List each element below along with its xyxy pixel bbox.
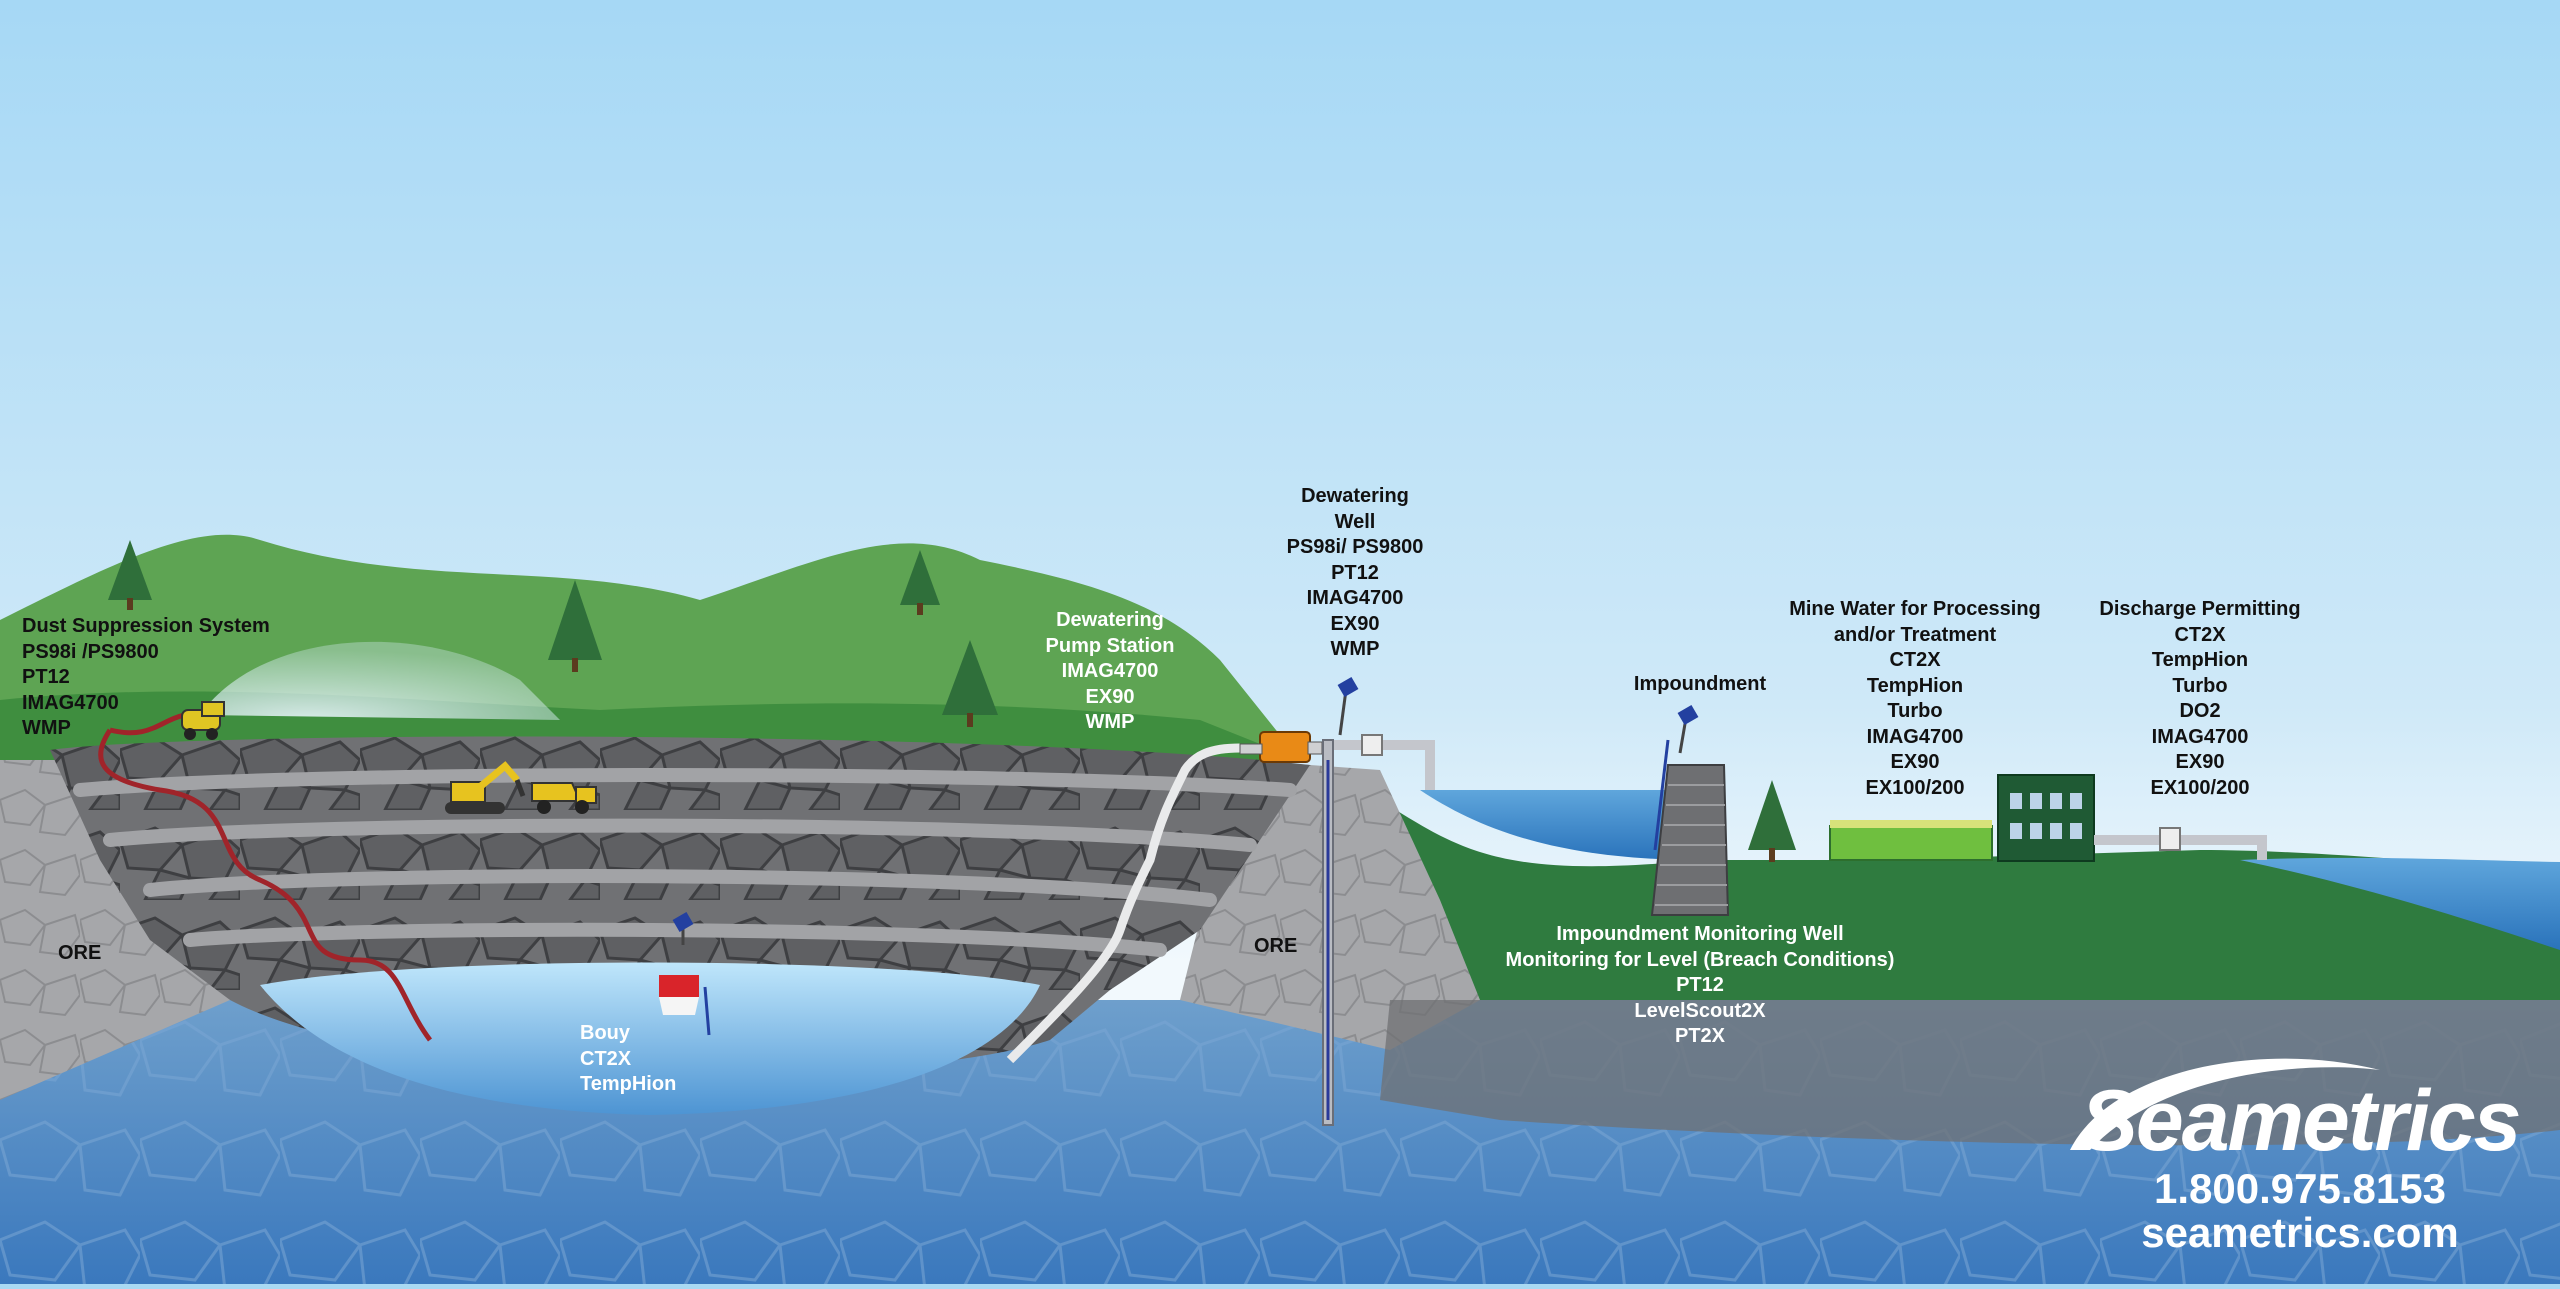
label-line: TempHion	[2151, 649, 2249, 671]
dump-truck-icon	[531, 782, 597, 814]
label-line: DO2	[2179, 700, 2221, 722]
label-line: Well	[1334, 510, 1376, 533]
label-line: Mine Water for Processing	[1789, 598, 2041, 620]
tree-icon	[942, 640, 998, 727]
mine-water-label: Mine Water for Processing and/or Treatme…	[1760, 597, 2070, 801]
label-line: Dust Suppression System	[22, 615, 270, 637]
label-line: and/or Treatment	[1833, 623, 1997, 646]
brand-website: seametrics.com	[2141, 1209, 2459, 1256]
lake-left	[1420, 790, 1700, 860]
ore-right-label: ORE	[1254, 935, 1298, 957]
label-line: PS98i /PS9800	[22, 640, 159, 663]
excavator-icon	[445, 761, 526, 814]
sensor-icon	[1337, 676, 1359, 736]
buoy-icon	[659, 911, 711, 1036]
label-line: EX90	[1085, 685, 1135, 708]
label-line: CT2X	[2174, 623, 2226, 646]
label-line: Dewatering	[1056, 609, 1164, 631]
label-line: IMAG4700	[1866, 725, 1964, 748]
ore-left	[0, 760, 230, 1100]
label-line: LevelScout2X	[1634, 999, 1766, 1022]
discharge-pipe	[2094, 835, 2267, 860]
label-line: CT2X	[580, 1047, 632, 1070]
dewatering-well-label: Dewatering Well PS98i/ PS9800 PT12 IMAG4…	[1260, 484, 1450, 663]
ore-left-label: ORE	[58, 942, 102, 964]
label-line: EX90	[1890, 751, 1940, 773]
building-icon	[1997, 774, 2095, 862]
lake-right	[2240, 857, 2560, 950]
label-line: Turbo	[1887, 700, 1943, 722]
treatment-tank	[1829, 825, 1993, 861]
label-line: TempHion	[580, 1073, 677, 1095]
label-line: CT2X	[1889, 649, 1941, 671]
grass-plain	[1380, 800, 2560, 1000]
impoundment-well-label: Impoundment Monitoring Well Monitoring f…	[1460, 922, 1940, 1050]
label-line: PT12	[1331, 561, 1379, 584]
label-line: PS98i/ PS9800	[1286, 536, 1424, 558]
label-line: Pump Station	[1045, 634, 1175, 657]
label-line: PT12	[1676, 974, 1724, 996]
brand-phone: 1.800.975.8153	[2154, 1165, 2446, 1212]
label-line: IMAG4700	[1061, 660, 1159, 682]
pump-pipe	[1006, 743, 1241, 1064]
label-line: EX100/200	[2150, 776, 2250, 799]
tree-icon	[108, 540, 152, 610]
dust-spray	[200, 641, 560, 720]
label-line: Impoundment	[1633, 673, 1767, 695]
impoundment-dam	[1650, 764, 1730, 916]
label-line: EX90	[2175, 751, 2225, 773]
label-line: WMP	[22, 717, 71, 739]
brand-swoosh-icon	[2070, 1058, 2380, 1150]
dewatering-pump-station-label: Dewatering Pump Station IMAG4700 EX90 WM…	[1020, 608, 1200, 736]
label-line: WMP	[1085, 711, 1135, 733]
pit-water	[260, 962, 1040, 1115]
tree-icon	[548, 580, 602, 672]
label-line: Monitoring for Level (Breach Conditions)	[1505, 948, 1895, 971]
label-line: WMP	[1330, 638, 1380, 660]
dust-hose	[98, 728, 433, 1042]
label-line: Bouy	[580, 1022, 630, 1044]
label-line: IMAG4700	[1306, 587, 1404, 609]
label-line: TempHion	[1866, 674, 1964, 697]
label-line: IMAG4700	[2151, 725, 2249, 748]
brand-logo: Seametrics	[2080, 1073, 2522, 1169]
brand-block: Seametrics 1.800.975.8153 seametrics.com	[2060, 1075, 2540, 1255]
pump-icon	[1239, 731, 1323, 763]
label-line: PT2X	[1674, 1025, 1726, 1047]
sensor-icon	[1677, 704, 1699, 754]
discharge-permitting-label: Discharge Permitting CT2X TempHion Turbo…	[2070, 597, 2330, 801]
dust-suppression-label: Dust Suppression System PS98i /PS9800 PT…	[22, 614, 270, 742]
dust-cannon-icon	[181, 701, 225, 740]
tree-icon	[900, 550, 940, 615]
label-line: Impoundment Monitoring Well	[1556, 923, 1844, 945]
label-line: PT12	[22, 666, 70, 688]
label-line: Dewatering	[1301, 485, 1409, 507]
impoundment-label: Impoundment	[1610, 672, 1790, 698]
label-line: IMAG4700	[22, 691, 119, 714]
label-line: Turbo	[2172, 674, 2228, 697]
label-line: EX100/200	[1865, 776, 1965, 799]
label-line: Discharge Permitting	[2099, 598, 2301, 620]
tree-icon	[1748, 780, 1796, 862]
label-line: EX90	[1330, 612, 1380, 635]
bouy-label: Bouy CT2X TempHion	[580, 1021, 676, 1098]
